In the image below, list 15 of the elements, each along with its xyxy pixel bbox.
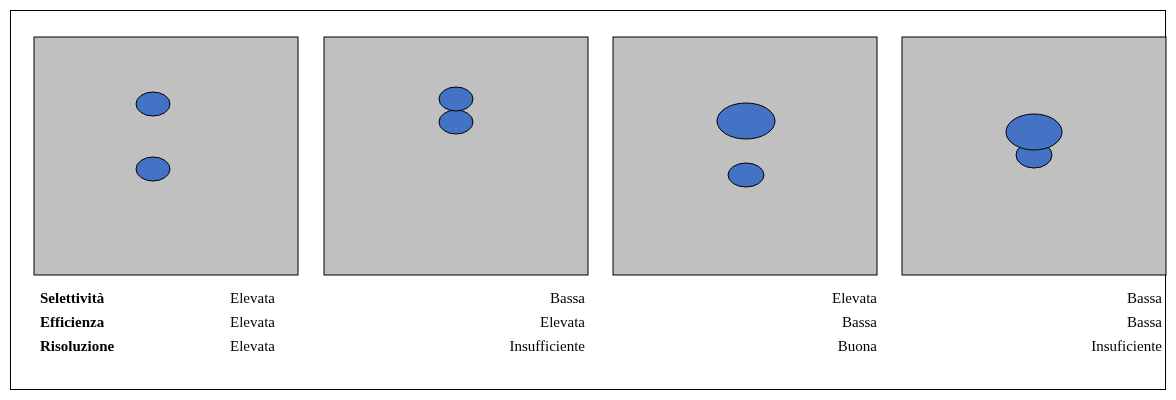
value-text: Insuficiente — [1091, 337, 1162, 355]
value-text: Bassa — [842, 313, 877, 331]
row-header: Efficienza — [40, 313, 105, 331]
value-text: Elevata — [230, 313, 275, 331]
value-text: Bassa — [1127, 289, 1162, 307]
value-text: Buona — [837, 337, 877, 355]
value-text: Bassa — [1127, 313, 1162, 331]
value-text: Insufficiente — [509, 337, 585, 355]
row-header: Selettività — [40, 289, 105, 307]
value-text: Elevata — [230, 289, 275, 307]
row-header: Risoluzione — [40, 337, 115, 355]
value-text: Bassa — [550, 289, 585, 307]
value-text: Elevata — [832, 289, 877, 307]
value-text: Elevata — [540, 313, 585, 331]
value-text: Elevata — [230, 337, 275, 355]
